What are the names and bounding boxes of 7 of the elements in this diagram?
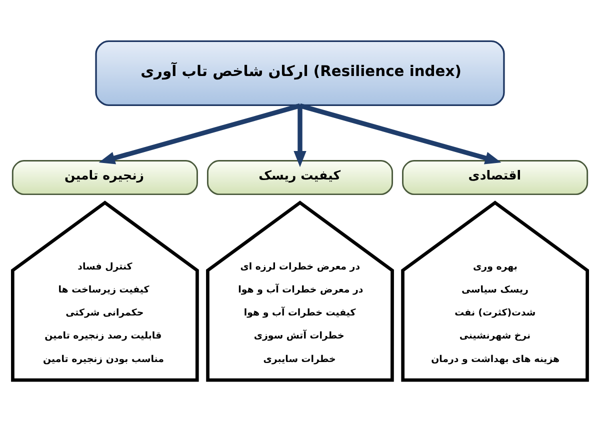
node-box: کیفیت ریسک — [206, 160, 394, 196]
arrow — [299, 103, 502, 164]
node-box: ارکان شاخص تاب آوری (Resilience index) — [95, 40, 505, 106]
arrow — [98, 103, 301, 164]
arrow — [294, 106, 306, 168]
node-box: اقتصادی — [402, 160, 588, 196]
node-box: زنجیره تامین — [12, 160, 198, 196]
